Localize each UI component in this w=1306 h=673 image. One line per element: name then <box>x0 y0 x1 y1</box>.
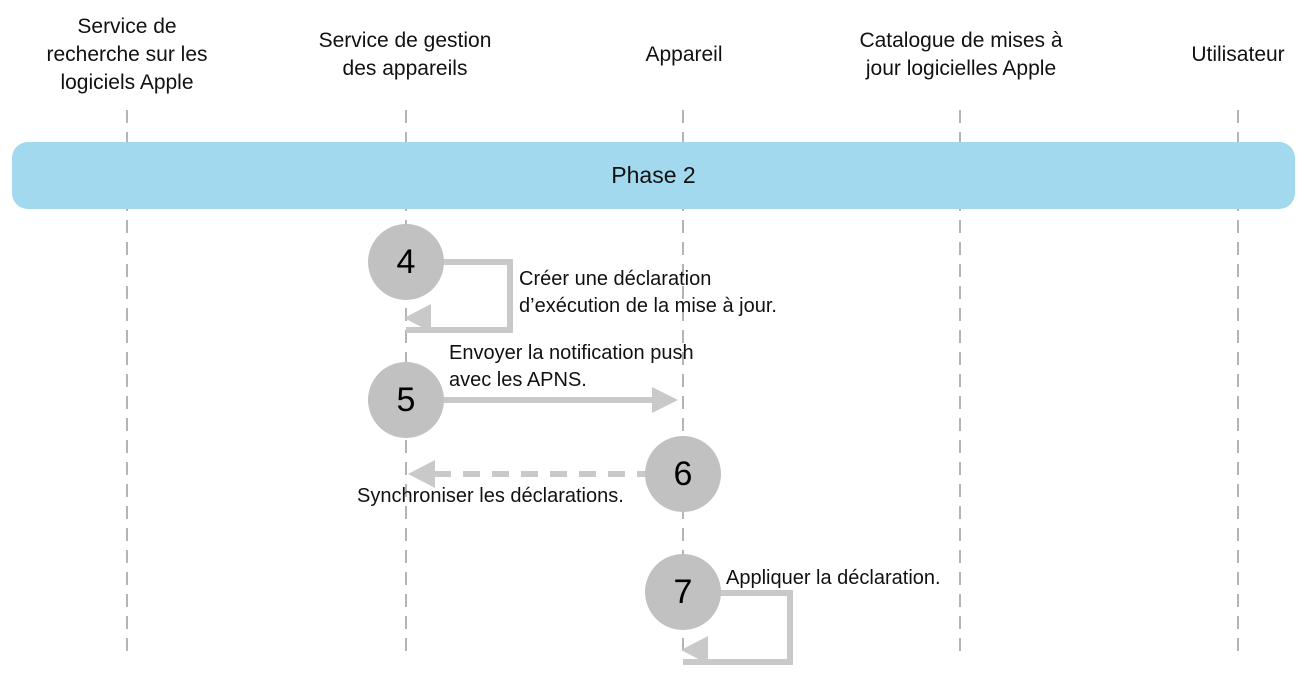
step-7-number: 7 <box>673 572 693 611</box>
actor-utilisateur: Utilisateur <box>1191 43 1285 66</box>
step-5-number: 5 <box>396 380 416 419</box>
step-4-self-loop-arrow <box>406 259 513 333</box>
step-5-circle: 5 <box>368 362 444 438</box>
step-6-circle: 6 <box>645 436 721 512</box>
step-4-arrowhead-icon <box>404 304 431 332</box>
actor-service-gestion: Service de gestion des appareils <box>318 29 492 80</box>
step-5-label: Envoyer la notification push avec les AP… <box>449 342 694 391</box>
step-6-number: 6 <box>673 454 693 493</box>
phase-band: Phase 2 <box>12 142 1295 209</box>
step-4-circle: 4 <box>368 224 444 300</box>
step-5-arrowhead-icon <box>652 387 678 413</box>
lifeline-service-recherche <box>126 110 128 655</box>
step-7-label: Appliquer la déclaration. <box>726 567 941 589</box>
phase-band-label: Phase 2 <box>611 162 696 188</box>
lifeline-utilisateur <box>1237 110 1239 655</box>
lifeline-appareil <box>682 110 684 655</box>
actor-catalogue: Catalogue de mises à jour logicielles Ap… <box>859 29 1063 80</box>
actor-service-recherche: Service de recherche sur les logiciels A… <box>46 15 208 94</box>
step-6-label: Synchroniser les déclarations. <box>357 485 624 507</box>
step-4-label: Créer une déclaration d’exécution de la … <box>519 268 777 317</box>
lifeline-catalogue <box>959 110 961 655</box>
step-6-arrowhead-icon <box>408 460 435 488</box>
step-7-arrowhead-icon <box>681 636 708 664</box>
step-6-dashed-arrow-line <box>434 471 683 477</box>
step-7-self-loop-arrow <box>683 590 793 665</box>
step-5-arrow-line <box>406 397 656 403</box>
step-7-circle: 7 <box>645 554 721 630</box>
actor-appareil: Appareil <box>645 43 723 66</box>
step-4-number: 4 <box>396 242 416 281</box>
